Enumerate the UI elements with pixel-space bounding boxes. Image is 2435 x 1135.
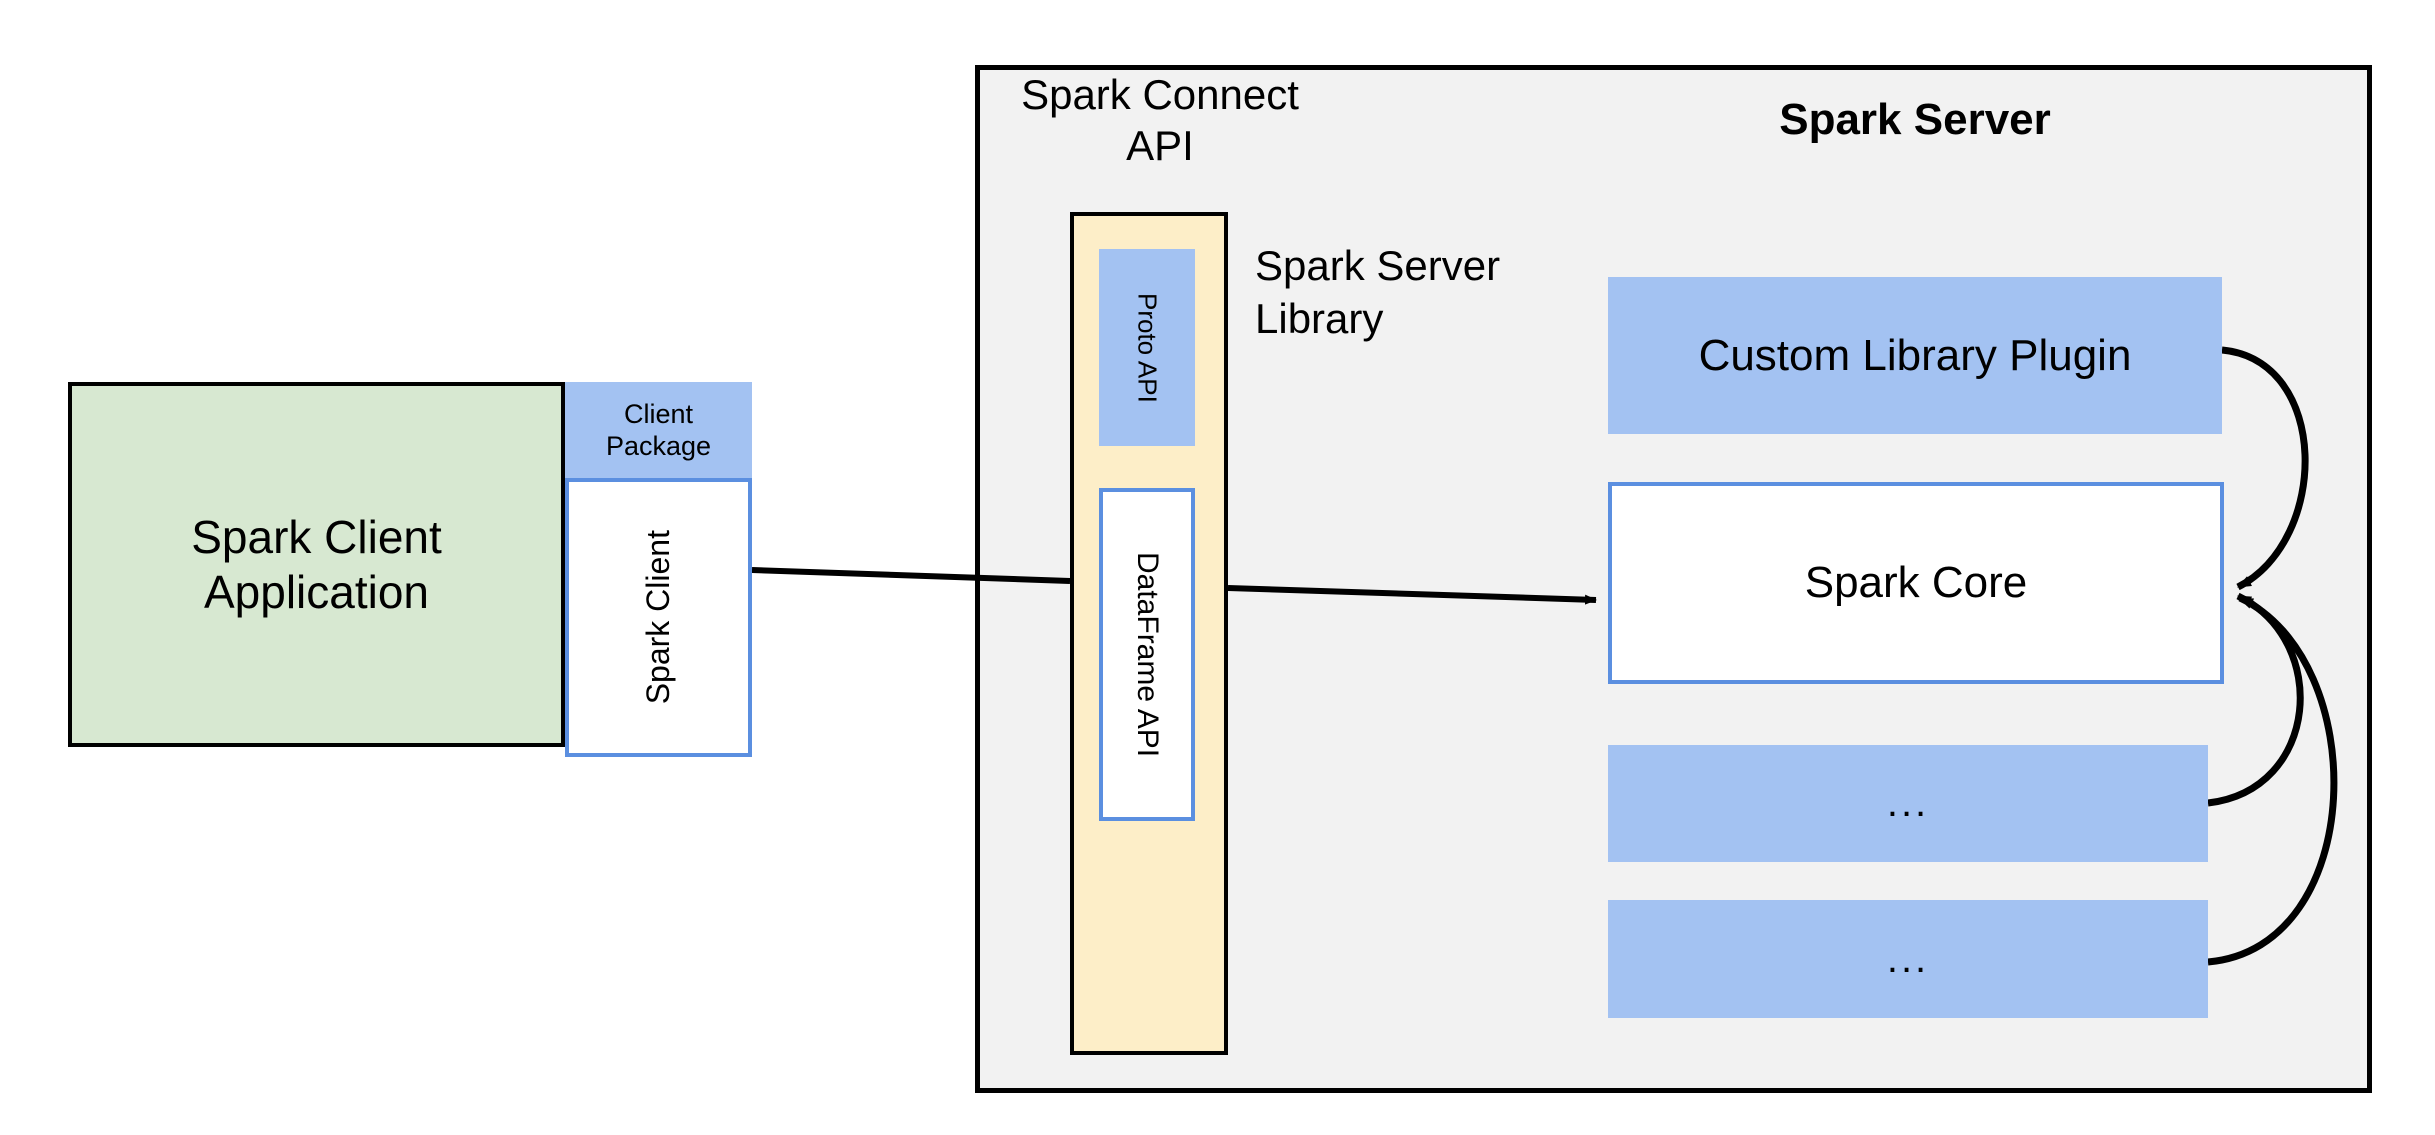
app-label-line-2: Application — [203, 565, 430, 618]
proto-api-box[interactable]: Proto API — [1099, 249, 1195, 446]
ellipsis-box-1[interactable]: ... — [1608, 745, 2208, 862]
custom-library-plugin-label: Custom Library Plugin — [1698, 330, 2132, 380]
spark-core-box[interactable]: Spark Core — [1608, 482, 2224, 684]
spark-core-label: Spark Core — [1804, 558, 2028, 607]
dataframe-api-box[interactable]: DataFrame API — [1099, 488, 1195, 821]
server-library-line-1: Spark Server — [1255, 242, 1501, 289]
spark-connect-api-label: Spark Connect API — [1015, 70, 1305, 170]
spark-client-label: Spark Client — [640, 530, 676, 705]
spark-client-application-box[interactable]: Spark Client Application — [68, 382, 565, 747]
client-package-label: Client Package — [606, 398, 711, 463]
spark-client-application-label: Spark Client Application — [191, 510, 442, 619]
spark-server-library-label: Spark Server Library — [1255, 240, 1595, 350]
connect-api-line-1: Spark Connect — [1021, 70, 1299, 118]
app-label-line-1: Spark Client — [191, 511, 442, 564]
spark-connect-api-container — [1070, 212, 1228, 1055]
ellipsis-box-2[interactable]: ... — [1608, 900, 2208, 1018]
ellipsis-box-1-label: ... — [1886, 781, 1930, 825]
client-package-box[interactable]: Client Package — [565, 382, 752, 478]
client-package-line-2: Package — [605, 431, 712, 461]
spark-server-title: Spark Server — [1779, 95, 2051, 144]
server-library-line-2: Library — [1255, 294, 1384, 342]
connect-api-line-2: API — [1126, 122, 1194, 169]
spark-client-box[interactable]: Spark Client — [565, 478, 752, 757]
dataframe-api-label: DataFrame API — [1131, 551, 1164, 758]
client-package-line-1: Client — [623, 398, 693, 429]
proto-api-label: Proto API — [1132, 292, 1163, 403]
custom-library-plugin-box[interactable]: Custom Library Plugin — [1608, 277, 2222, 434]
ellipsis-box-2-label: ... — [1886, 936, 1930, 981]
